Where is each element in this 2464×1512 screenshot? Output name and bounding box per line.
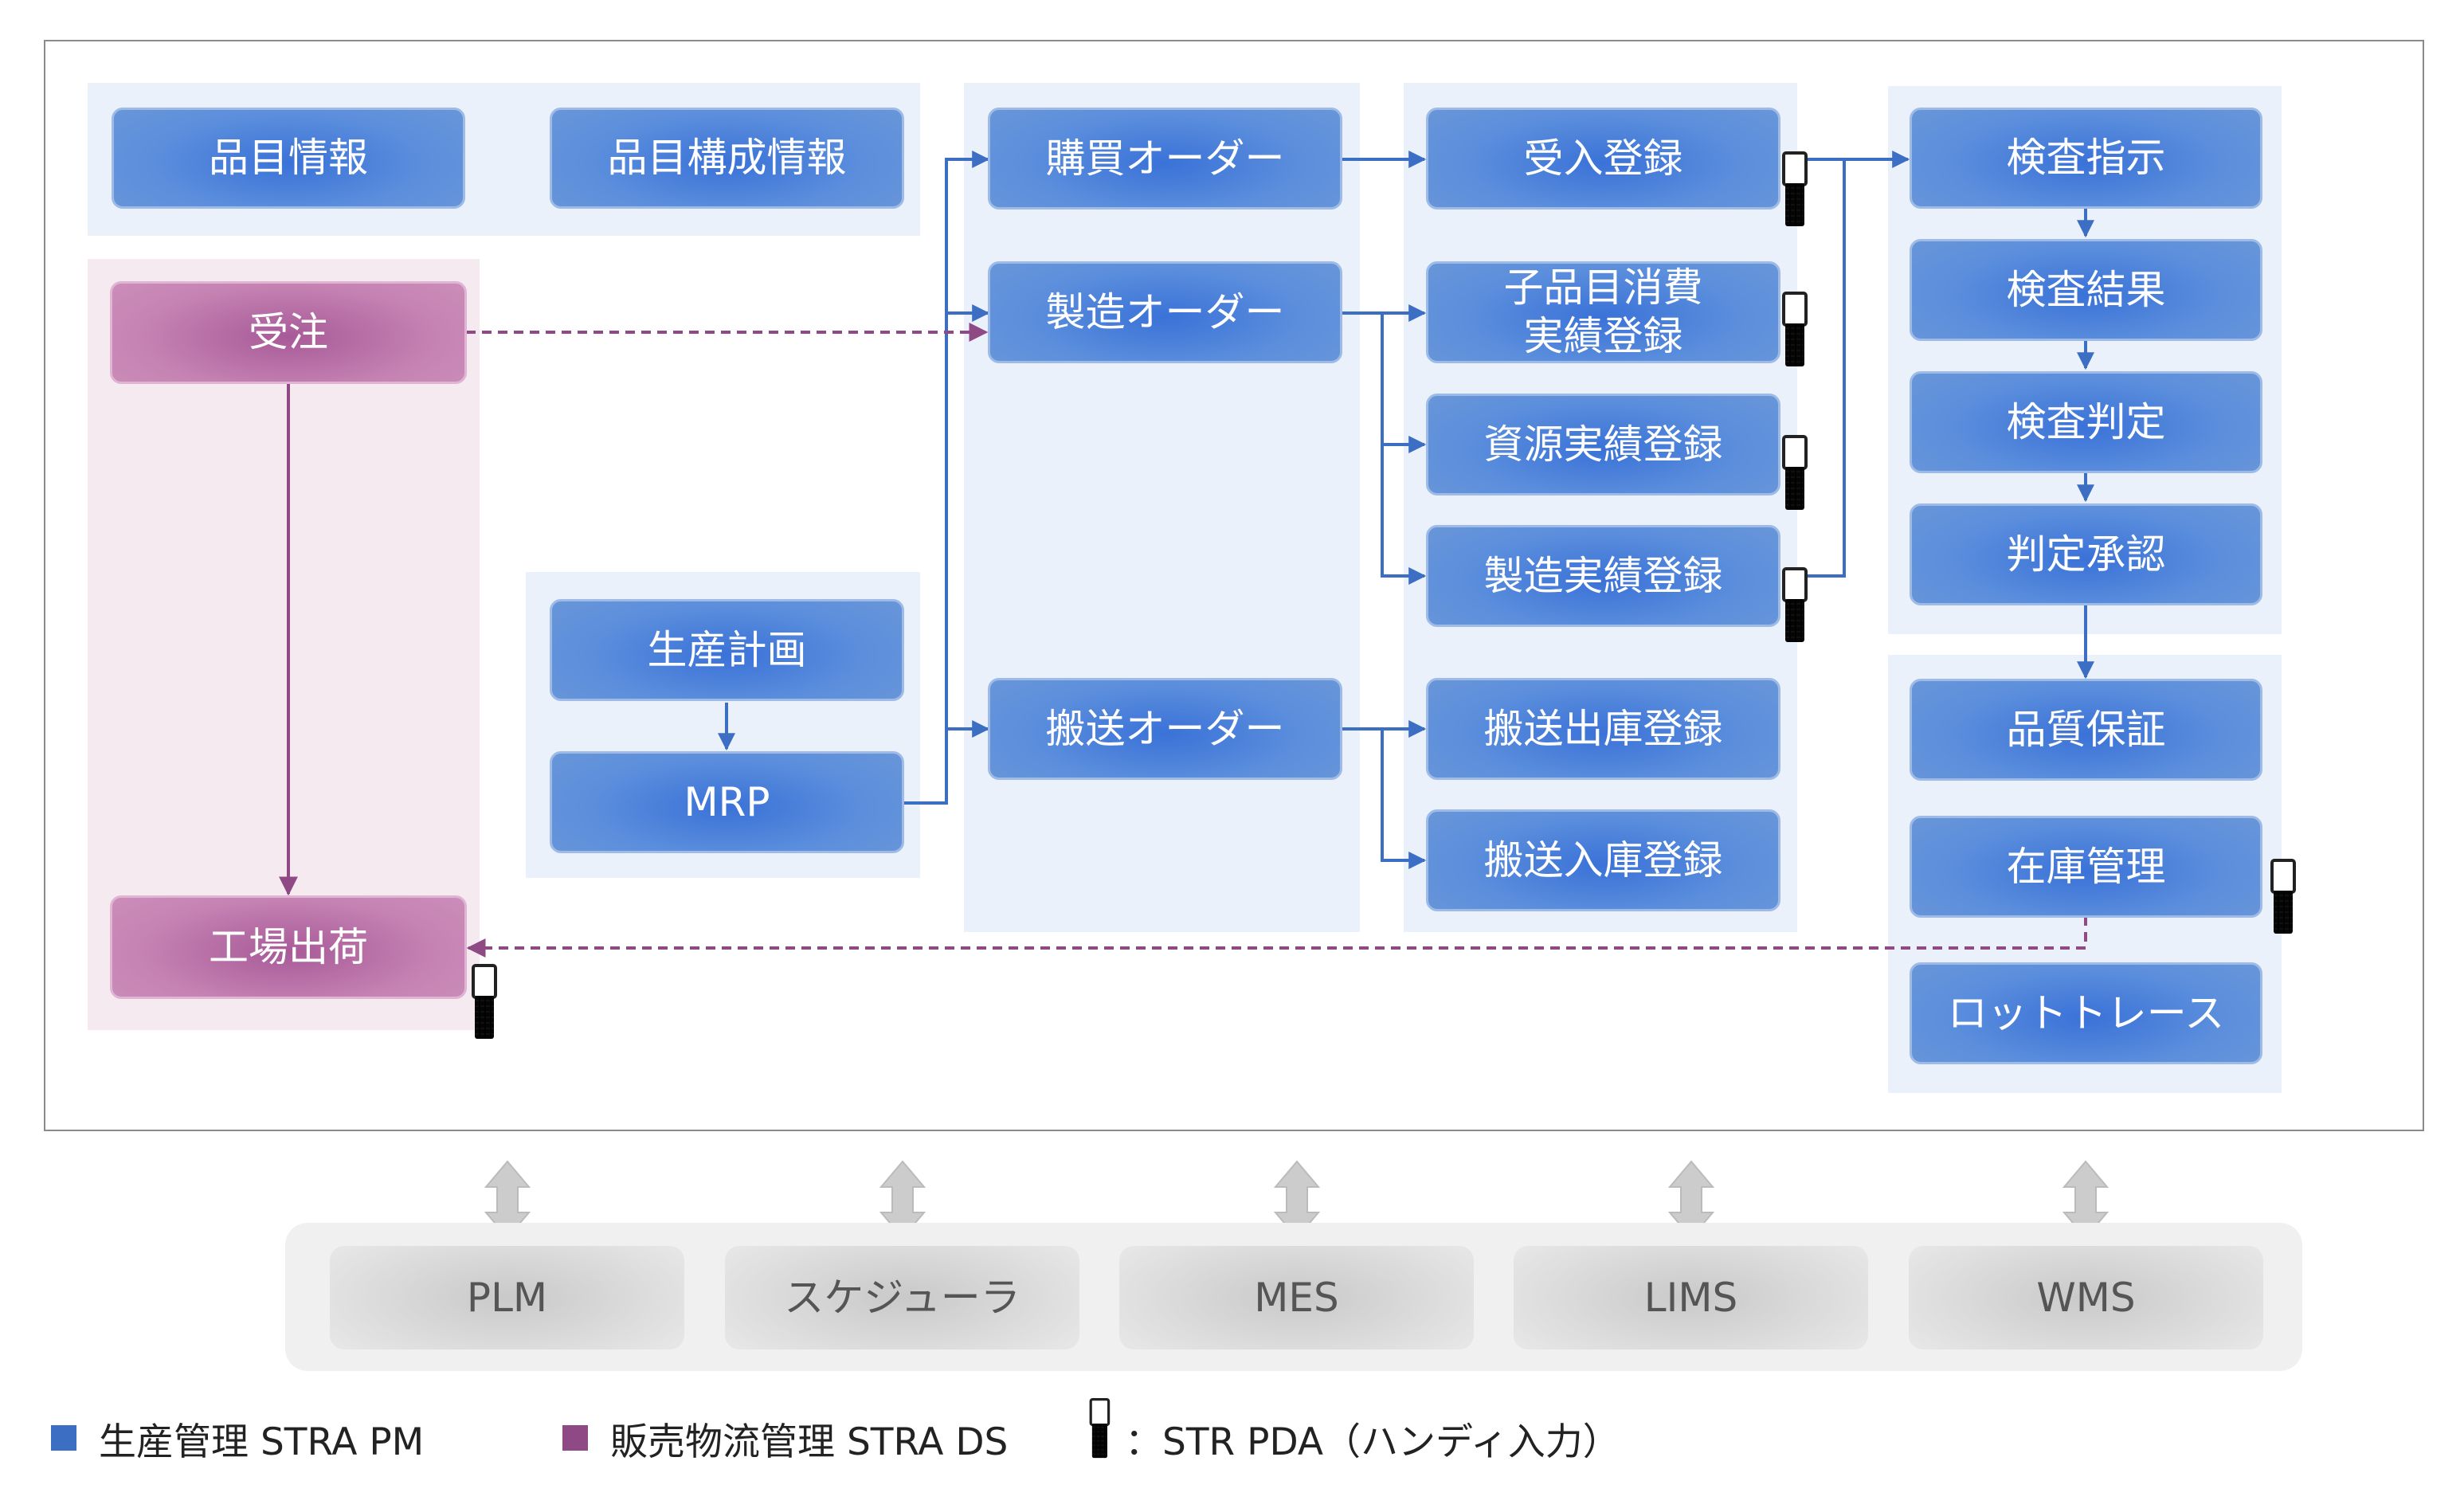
- system-wms-label: WMS: [2036, 1274, 2136, 1321]
- handheld-pda-icon: [1780, 151, 1812, 231]
- resource-result-label: 資源実績登録: [1483, 421, 1723, 468]
- transport-incoming-box[interactable]: 搬送入庫登録: [1426, 809, 1780, 911]
- mrp-label: MRP: [684, 778, 770, 825]
- order-received-box[interactable]: 受注: [110, 281, 467, 384]
- legend-pda: ：STR PDA（ハンディ入力）: [1088, 1398, 1620, 1464]
- factory-shipment-box[interactable]: 工場出荷: [110, 895, 467, 999]
- handheld-pda-icon: [1780, 567, 1812, 647]
- lot-trace-box[interactable]: ロットトレース: [1910, 962, 2262, 1064]
- system-scheduler[interactable]: スケジューラ: [725, 1246, 1079, 1349]
- legend-production: 生産管理 STRA PM: [51, 1414, 424, 1464]
- system-lims[interactable]: LIMS: [1514, 1246, 1868, 1349]
- manufacturing-result-box[interactable]: 製造実績登録: [1426, 525, 1780, 627]
- inspection-instruction-box[interactable]: 検査指示: [1910, 108, 2262, 209]
- child-item-consumption-line2: 実績登録: [1523, 313, 1683, 359]
- transport-order-box[interactable]: 搬送オーダー: [988, 678, 1342, 780]
- transport-incoming-label: 搬送入庫登録: [1483, 836, 1723, 883]
- lot-trace-label: ロットトレース: [1947, 989, 2225, 1036]
- legend-distribution-label: 販売物流管理 STRA DS: [610, 1420, 1009, 1464]
- production-plan-box[interactable]: 生産計画: [550, 599, 904, 701]
- handheld-pda-icon: [2269, 859, 2301, 938]
- receiving-registration-label: 受入登録: [1523, 135, 1683, 182]
- legend-distribution: 販売物流管理 STRA DS: [562, 1414, 1008, 1464]
- system-mes-label: MES: [1254, 1274, 1339, 1321]
- system-wms[interactable]: WMS: [1909, 1246, 2263, 1349]
- judgment-approval-label: 判定承認: [2006, 531, 2166, 578]
- receiving-registration-box[interactable]: 受入登録: [1426, 108, 1780, 210]
- item-info-box[interactable]: 品目情報: [112, 108, 465, 209]
- production-swatch: [51, 1425, 76, 1451]
- order-received-label: 受注: [249, 309, 328, 355]
- inventory-management-label: 在庫管理: [2006, 843, 2166, 890]
- bom-info-label: 品目構成情報: [607, 135, 847, 181]
- legend-production-label: 生産管理 STRA PM: [99, 1420, 425, 1464]
- resource-result-box[interactable]: 資源実績登録: [1426, 394, 1780, 496]
- purchase-order-box[interactable]: 購買オーダー: [988, 108, 1342, 210]
- inventory-management-box[interactable]: 在庫管理: [1910, 816, 2262, 918]
- manufacturing-result-label: 製造実績登録: [1483, 552, 1723, 599]
- manufacturing-order-box[interactable]: 製造オーダー: [988, 261, 1342, 363]
- child-item-consumption-box[interactable]: 子品目消費 実績登録: [1426, 261, 1780, 363]
- orders-panel: [964, 83, 1360, 932]
- system-scheduler-label: スケジューラ: [784, 1274, 1020, 1321]
- distribution-swatch: [562, 1425, 588, 1451]
- system-lims-label: LIMS: [1643, 1274, 1738, 1321]
- child-item-consumption-line1: 子品目消費: [1503, 264, 1703, 311]
- factory-shipment-label: 工場出荷: [209, 923, 368, 970]
- system-mes[interactable]: MES: [1119, 1246, 1474, 1349]
- inspection-judgment-label: 検査判定: [2006, 398, 2166, 445]
- manufacturing-order-label: 製造オーダー: [1045, 288, 1285, 335]
- transport-outgoing-box[interactable]: 搬送出庫登録: [1426, 678, 1780, 780]
- system-plm-label: PLM: [466, 1274, 548, 1321]
- transport-order-label: 搬送オーダー: [1045, 705, 1285, 752]
- bom-info-box[interactable]: 品目構成情報: [550, 108, 904, 209]
- handheld-pda-icon: [470, 964, 502, 1044]
- purchase-order-label: 購買オーダー: [1045, 135, 1285, 182]
- handheld-pda-icon: [1780, 292, 1812, 371]
- transport-outgoing-label: 搬送出庫登録: [1483, 705, 1723, 752]
- inspection-result-box[interactable]: 検査結果: [1910, 239, 2262, 341]
- handheld-pda-icon: [1088, 1398, 1114, 1462]
- judgment-approval-box[interactable]: 判定承認: [1910, 503, 2262, 605]
- registration-panel: [1404, 83, 1797, 932]
- inspection-judgment-box[interactable]: 検査判定: [1910, 371, 2262, 473]
- production-plan-label: 生産計画: [647, 626, 807, 673]
- item-info-label: 品目情報: [209, 135, 368, 181]
- mrp-box[interactable]: MRP: [550, 751, 904, 853]
- quality-assurance-label: 品質保証: [2006, 706, 2166, 753]
- inspection-instruction-label: 検査指示: [2006, 135, 2166, 181]
- inspection-result-label: 検査結果: [2006, 266, 2166, 313]
- handheld-pda-icon: [1780, 435, 1812, 515]
- legend-pda-label: ：STR PDA（ハンディ入力）: [1125, 1420, 1620, 1464]
- quality-assurance-box[interactable]: 品質保証: [1910, 679, 2262, 781]
- system-plm[interactable]: PLM: [330, 1246, 684, 1349]
